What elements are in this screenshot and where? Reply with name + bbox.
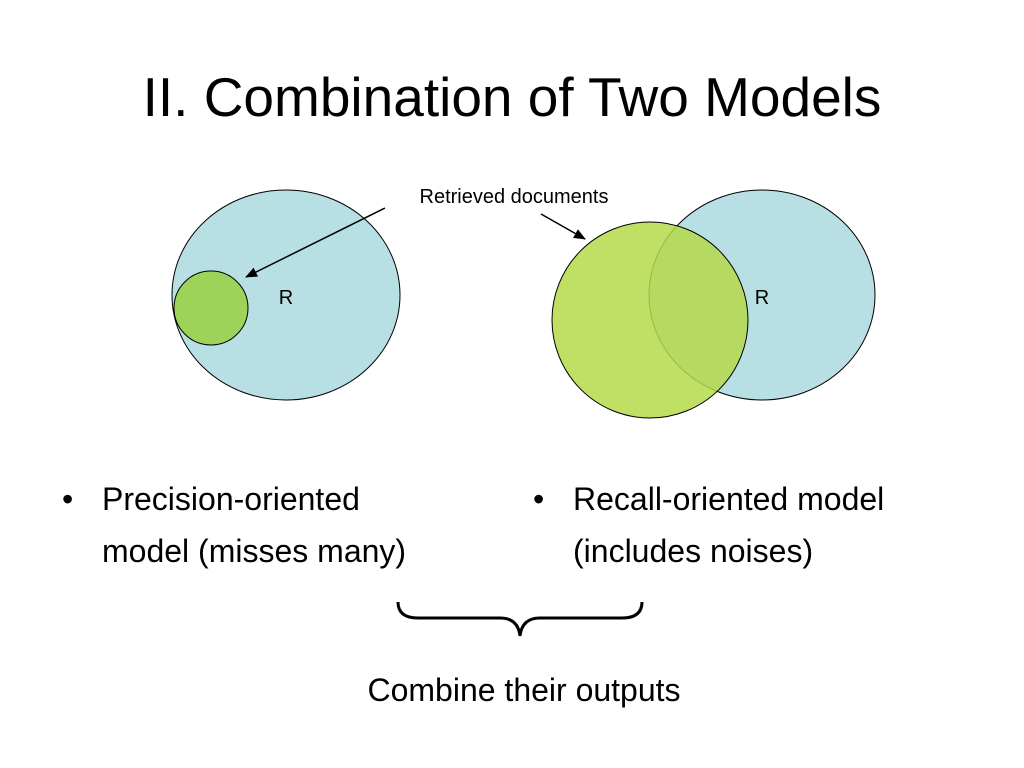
recall-bullet-line2: (includes noises) [573,533,814,569]
combine-brace [396,601,644,637]
bullet-dot: • [62,481,74,517]
arrow-to-left-retrieved [245,207,386,278]
combine-label: Combine their outputs [367,672,681,708]
left-retrieved-set [173,270,249,346]
right-retrieved-set [551,221,749,419]
left-relevant-set [171,189,401,401]
precision-bullet-line1: Precision-oriented [102,481,360,517]
retrieved-documents-annotation: Retrieved documents [420,186,609,208]
right-relevant-label: R [755,287,769,309]
arrow-to-right-retrieved [540,213,586,240]
bullet-dot: • [533,481,545,517]
precision-bullet-line2: model (misses many) [102,533,407,569]
recall-bullet-line1: Recall-oriented model [573,481,885,517]
slide-title: II. Combination of Two Models [142,66,882,128]
left-relevant-label: R [279,287,293,309]
